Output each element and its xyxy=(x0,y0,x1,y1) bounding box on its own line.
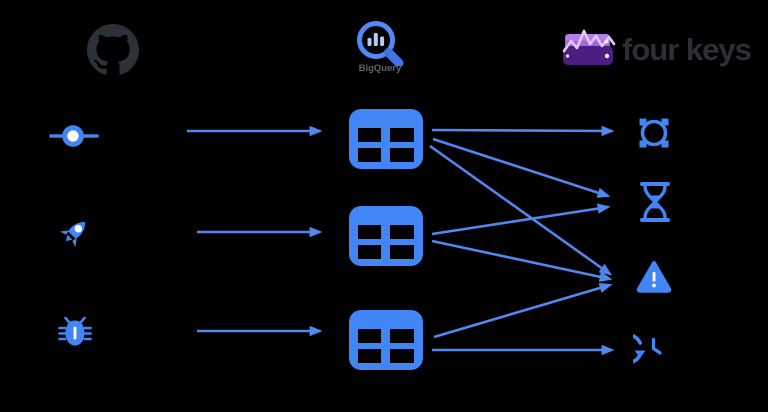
exclamation-dot xyxy=(652,283,656,288)
hourglass-sand xyxy=(650,202,660,209)
warning-triangle-icon xyxy=(636,261,672,293)
edge-arrow xyxy=(431,125,615,137)
rocket-icon xyxy=(59,221,86,248)
keyhole-dot xyxy=(604,53,610,59)
bigquery-label: BigQuery xyxy=(358,63,402,74)
arrow-head xyxy=(634,350,646,358)
rocket-window xyxy=(74,224,83,233)
bar-chart-bar xyxy=(373,33,378,46)
bar-chart-bar xyxy=(380,36,385,46)
corner-square xyxy=(661,140,669,148)
rocket-fin xyxy=(72,237,77,248)
bug-antenna xyxy=(64,316,71,324)
edge-arrow xyxy=(431,203,611,236)
github-octocat-icon xyxy=(87,24,139,75)
bigquery-magnifier-icon xyxy=(357,21,404,66)
edge-arrow xyxy=(433,282,613,339)
rocket-flame xyxy=(65,234,73,242)
fourkeys-purple-cards-icon xyxy=(562,29,616,65)
corner-square xyxy=(639,118,647,126)
rocket-fin xyxy=(59,230,70,235)
keyhole-dot xyxy=(565,54,570,58)
bug-icon xyxy=(58,316,92,346)
edge-arrow xyxy=(431,239,613,282)
clock-hand xyxy=(651,346,662,355)
keyhole-dot xyxy=(604,39,609,44)
bug-antenna xyxy=(79,316,86,324)
table-grid-icon xyxy=(349,206,423,266)
fourkeys-label: four keys xyxy=(622,32,752,67)
corner-square xyxy=(639,140,647,148)
table-grid-icon xyxy=(349,310,423,370)
key-card-dark xyxy=(563,46,613,65)
sync-circle-icon xyxy=(639,118,669,148)
bug-stripe xyxy=(73,326,77,340)
corner-square xyxy=(661,118,669,126)
hourglass-icon xyxy=(640,182,670,222)
magnifier-ring xyxy=(357,21,395,59)
history-clock-icon xyxy=(633,334,662,364)
table-grid-icon xyxy=(349,109,423,169)
hourglass-sand xyxy=(650,195,660,202)
bar-chart-bar xyxy=(367,38,372,46)
edge-arrow xyxy=(432,137,611,198)
magnifier-handle xyxy=(384,48,404,66)
git-commit-icon xyxy=(49,125,99,147)
exclamation-bar xyxy=(652,272,656,282)
edge-arrow xyxy=(429,144,613,276)
